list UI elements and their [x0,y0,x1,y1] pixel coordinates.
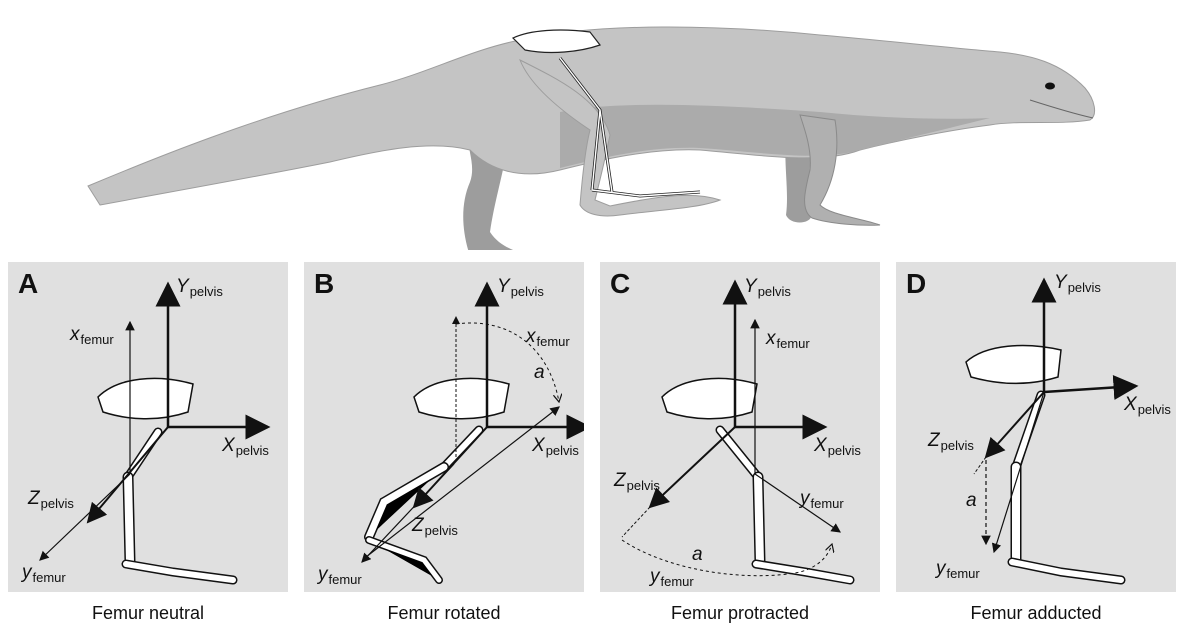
panel-b-diagram [304,262,584,592]
caption-femur-protracted: Femur protracted [600,603,880,624]
angle-label: a [966,490,977,512]
tibia-bone-inner [758,477,760,562]
X-pelvis-label: Xpelvis [222,435,269,457]
X-pelvis-label: Xpelvis [814,435,861,457]
panel-d: D Ypelvis Xpelvis Zpelvis yfemur a [896,262,1176,592]
Z-pelvis-label: Zpelvis [928,430,974,452]
X-pelvis-label: Xpelvis [532,435,579,457]
y-femur-label-rotated: yfemur [800,488,844,510]
pelvis-sketch [966,346,1061,384]
femur-bone-inner [1016,395,1041,467]
y-femur-label: yfemur [318,564,362,586]
Y-pelvis-label: Ypelvis [1054,272,1101,294]
panel-letter: B [314,268,334,300]
Z-pelvis-extension [622,507,650,537]
pelvis-sketch [414,378,509,418]
angle-label: a [534,362,545,384]
caption-femur-adducted: Femur adducted [896,603,1176,624]
lizard-illustration [0,0,1185,250]
panel-c-diagram [600,262,880,592]
tibia-bone-inner [128,477,130,562]
panel-c: C Ypelvis Xpelvis Zpelvis xfemur yfemur … [600,262,880,592]
Z-pelvis-label: Zpelvis [412,515,458,537]
panel-letter: C [610,268,630,300]
panel-d-diagram [896,262,1176,592]
y-femur-label: yfemur [22,562,66,584]
y-femur-axis [40,474,130,560]
Z-pelvis-label: Zpelvis [614,470,660,492]
x-femur-label: xfemur [70,324,114,346]
panel-a-diagram [8,262,288,592]
Y-pelvis-label: Ypelvis [744,276,791,298]
pelvis-sketch [98,378,193,418]
foot-bones-inner [126,564,233,580]
caption-femur-neutral: Femur neutral [8,603,288,624]
Z-pelvis-extension [974,457,986,474]
Y-pelvis-label: Ypelvis [497,276,544,298]
X-pelvis-axis [1044,386,1136,392]
lizard-eye [1045,83,1055,90]
panel-b: B Ypelvis Xpelvis Zpelvis xfemur yfemur … [304,262,584,592]
x-femur-axis [366,407,559,557]
caption-femur-rotated: Femur rotated [304,603,584,624]
panel-a: A Ypelvis Xpelvis Zpelvis xfemur yfemur [8,262,288,592]
angle-label: a [692,544,703,566]
x-femur-label: xfemur [766,328,810,350]
femur-bone-inner [444,430,479,467]
panel-letter: A [18,268,38,300]
foot-bones-inner [1012,562,1121,580]
x-femur-label: xfemur [526,326,570,348]
X-pelvis-label: Xpelvis [1124,394,1171,416]
Z-pelvis-axis [650,427,735,507]
panel-letter: D [906,268,926,300]
pelvis-sketch [662,378,757,418]
y-femur-label: yfemur [936,558,980,580]
Z-pelvis-label: Zpelvis [28,488,74,510]
y-femur-label-original: yfemur [650,566,694,588]
vertebrae-sketch [513,30,600,52]
Y-pelvis-label: Ypelvis [176,276,223,298]
foot-bones-inner [756,564,850,580]
